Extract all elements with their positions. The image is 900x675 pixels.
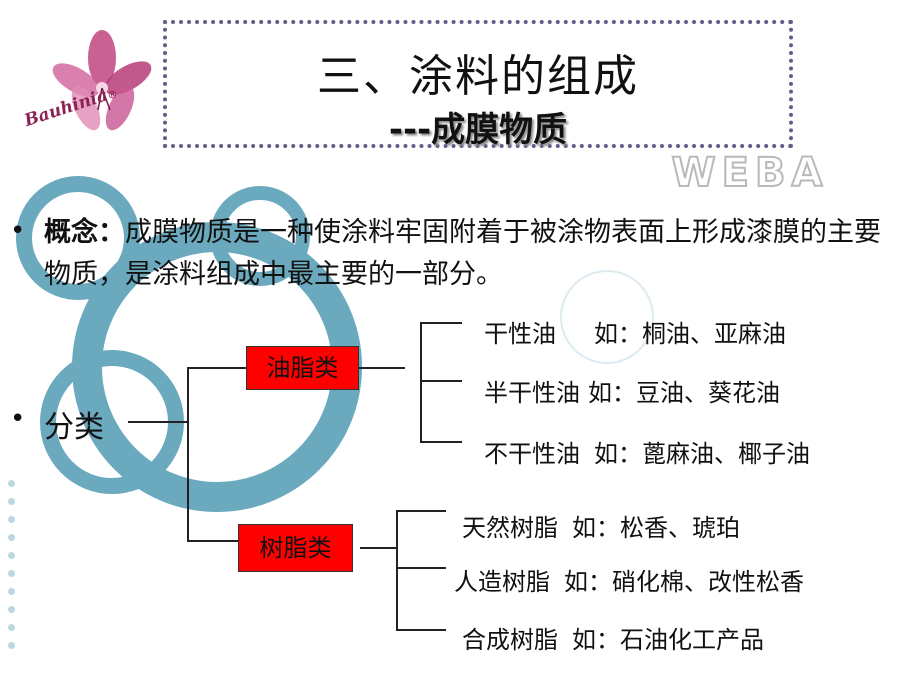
concept-paragraph: 概念：成膜物质是一种使涂料牢固附着于被涂物表面上形成漆膜的主要物质，是涂料组成中… <box>44 212 889 296</box>
item-name: 半干性油 <box>484 379 580 407</box>
decorative-ring <box>560 270 654 364</box>
tree-connector <box>396 567 446 569</box>
item-name: 天然树脂 <box>462 514 558 542</box>
tree-connector <box>128 421 188 423</box>
bullet-point: • <box>10 216 26 246</box>
list-item: 合成树脂如：石油化工产品 <box>462 620 764 655</box>
decorative-dots <box>8 480 16 660</box>
tree-connector <box>420 441 462 443</box>
list-item: 半干性油如：豆油、葵花油 <box>484 373 780 408</box>
list-item: 不干性油如：蓖麻油、椰子油 <box>484 434 810 469</box>
watermark-graphic: WEBA <box>671 149 829 196</box>
tree-connector <box>359 367 405 369</box>
page-subtitle: ---成膜物质 <box>388 110 568 150</box>
tree-connector <box>396 629 446 631</box>
classification-label: 分类 <box>44 410 104 445</box>
page-title: 三、涂料的组成 <box>317 51 639 102</box>
tree-connector <box>187 540 238 542</box>
list-item: 天然树脂如：松香、琥珀 <box>462 508 740 543</box>
tree-connector <box>187 367 246 369</box>
title-box <box>163 20 793 148</box>
item-example: 如：豆油、葵花油 <box>588 379 780 407</box>
list-item: 人造树脂如：硝化棉、改性松香 <box>454 562 804 597</box>
tree-connector <box>187 367 189 541</box>
tree-connector <box>396 510 446 512</box>
tree-connector <box>396 510 398 630</box>
item-name: 合成树脂 <box>462 626 558 654</box>
tree-connector <box>420 380 462 382</box>
item-example: 如：蓖麻油、椰子油 <box>594 440 810 468</box>
item-name: 不干性油 <box>484 440 580 468</box>
bauhinia-flower-logo <box>52 30 152 131</box>
list-item: 干性油 如：桐油、亚麻油 <box>484 314 786 349</box>
item-example: 如：桐油、亚麻油 <box>594 320 786 348</box>
concept-label: 概念： <box>44 217 125 248</box>
tree-connector <box>420 322 422 442</box>
category-box-oils: 油脂类 <box>246 346 359 390</box>
svg-text:WEBA: WEBA <box>672 150 829 196</box>
tree-connector <box>360 547 396 549</box>
item-example: 如：松香、琥珀 <box>572 514 740 542</box>
concept-text: 成膜物质是一种使涂料牢固附着于被涂物表面上形成漆膜的主要物质，是涂料组成中最主要… <box>44 217 881 290</box>
item-name: 干性油 <box>484 320 556 348</box>
item-name: 人造树脂 <box>454 568 550 596</box>
tree-connector <box>420 322 462 324</box>
category-box-resins: 树脂类 <box>238 524 353 572</box>
item-example: 如：石油化工产品 <box>572 626 764 654</box>
item-example: 如：硝化棉、改性松香 <box>564 568 804 596</box>
bullet-point: • <box>10 404 26 434</box>
